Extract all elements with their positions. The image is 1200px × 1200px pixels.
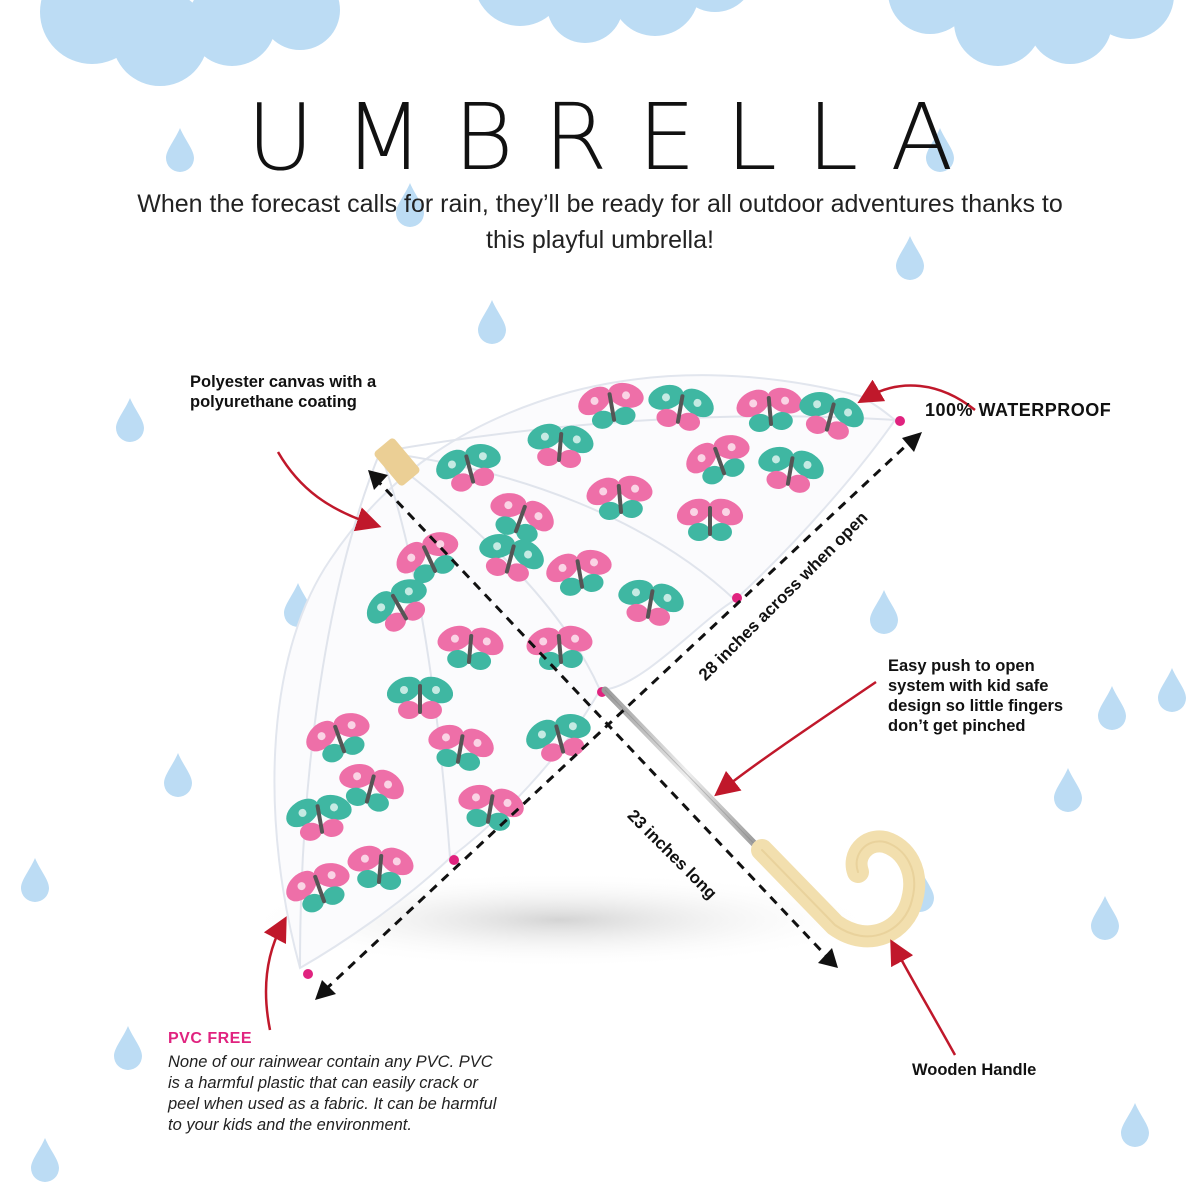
raindrop-icon [114,1026,142,1070]
raindrop-icon [164,753,192,797]
butterfly-icon [306,713,370,763]
butterfly-icon [339,763,404,812]
butterfly-icon [479,533,544,582]
butterfly-icon [586,475,653,520]
raindrop-icon [31,1138,59,1182]
callout-pvc-heading: PVC FREE [168,1030,253,1047]
callout-canvas: Polyester canvas with a polyurethane coa… [190,373,377,411]
raindrop-icon [926,128,954,172]
raindrop-icon [870,590,898,634]
butterfly-icon [436,443,501,492]
raindrop-icon [1098,686,1126,730]
raindrop-icon [1121,1103,1149,1147]
butterfly-icon [386,676,454,719]
raindrop-icon [396,183,424,227]
arrow-pvc [263,916,287,1031]
butterfly-icon [347,845,414,890]
raindrop-icon [1054,768,1082,812]
callout-arrows [263,379,976,1056]
butterfly-icon [758,446,824,493]
page-subtitle: When the forecast calls for rain, they’l… [137,190,1063,254]
arrow-waterproof [857,379,976,411]
raindrop-icon [478,300,506,344]
umbrella-shaft [601,686,774,864]
butterfly-icon [526,713,591,762]
callout-waterproof: 100% WATERPROOF [925,400,1112,420]
butterfly-icon [799,391,864,440]
butterfly-icon [676,498,744,541]
butterfly-icon [428,724,494,771]
dimension-length [368,470,838,968]
raindrop-icon [21,858,49,902]
butterfly-icon [527,423,594,468]
raindrop-icon [1091,896,1119,940]
raindrop-icon [166,128,194,172]
butterfly-icon [648,384,714,431]
callout-push-open: Easy push to open system with kid safe d… [888,657,1064,735]
butterfly-icon [366,579,427,632]
callout-pvc-body: None of our rainwear contain any PVC. PV… [168,1053,497,1134]
raindrop-icon [1158,668,1186,712]
raindrop-icon [116,398,144,442]
dimension-across [315,432,922,1000]
butterfly-icon [618,579,684,626]
butterfly-icon [686,435,750,485]
arrow-handle [890,939,957,1056]
raindrops [21,128,1186,1182]
butterfly-icon [736,387,803,432]
arrow-push-open [714,680,877,797]
callout-wooden-handle: Wooden Handle [912,1061,1037,1079]
butterfly-icon [546,549,612,596]
butterfly-icon [458,784,524,831]
butterfly-icon [578,382,644,429]
butterfly-icon [286,794,352,841]
cloud-middle [478,0,744,43]
butterfly-pattern [286,382,864,913]
cloud-left [40,0,340,86]
cloud-right [888,0,1174,66]
butterfly-icon [526,625,593,670]
wooden-handle [751,830,926,948]
butterfly-icon [490,493,554,543]
arrow-canvas [276,451,382,532]
butterfly-icon [286,863,350,913]
raindrop-icon [896,236,924,280]
butterfly-icon [437,625,504,670]
page-title: UMBRELLA [246,84,984,191]
